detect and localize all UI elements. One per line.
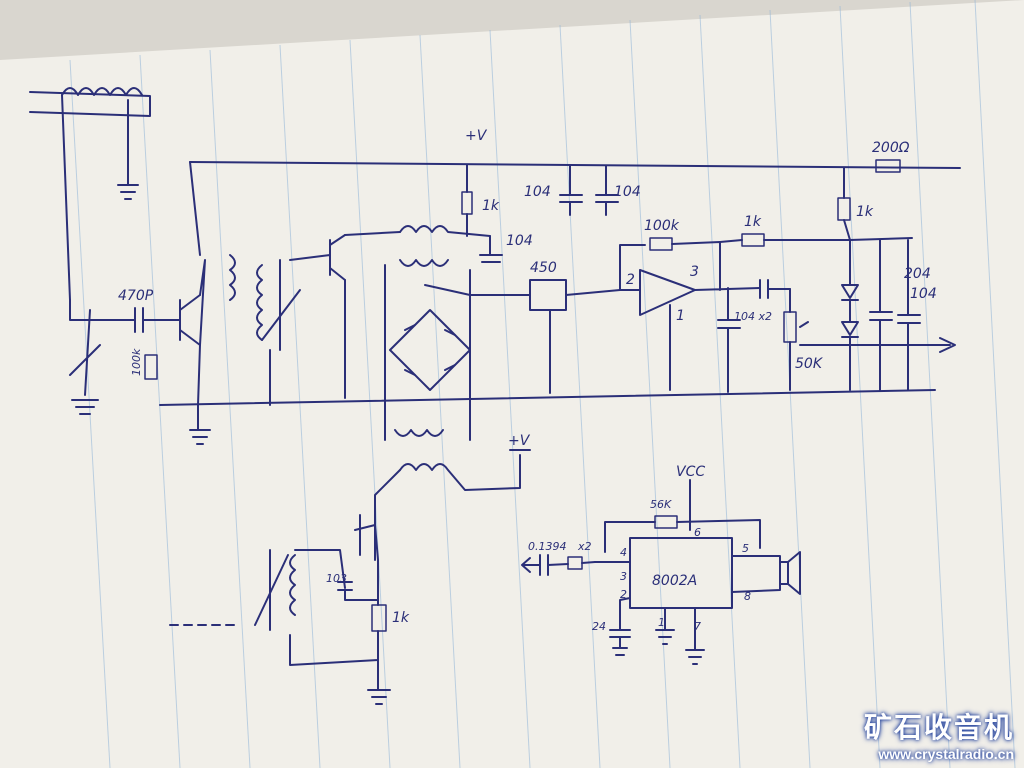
label-c-104-c: 104 [506, 233, 533, 249]
label-ic-pin2: 2 [620, 588, 627, 601]
site-watermark: 矿石收音机 www.crystalradio.cn [864, 706, 1014, 762]
rf-stage-1: 470P 100k [69, 161, 211, 445]
label-r-56k: 56K [650, 498, 672, 511]
label-c-104-d: 104 [910, 286, 937, 302]
label-c-input: 0.1394 [528, 540, 567, 553]
label-c-103: 103 [326, 572, 347, 585]
label-pot-50k: 50K [795, 356, 824, 372]
supply-rail-top [189, 161, 961, 169]
label-ic-pin1: 1 [658, 616, 665, 629]
label-c-104-b: 104 [614, 184, 641, 200]
ferrite-antenna [29, 87, 151, 301]
label-filter-450: 450 [530, 260, 557, 276]
label-c-ic: 24 [592, 620, 606, 633]
watermark-title: 矿石收音机 [863, 711, 1014, 744]
label-ic-pin8: 8 [744, 590, 751, 603]
right-supply: 200Ω 1k 204 104 [799, 140, 956, 391]
output-coupling: 104 x2 50K [717, 279, 824, 393]
label-vcc: VCC [676, 464, 705, 480]
ruled-lines [69, 0, 1016, 768]
speaker-icon [779, 551, 801, 595]
label-ic-pin7: 7 [694, 620, 701, 633]
label-c-470p: 470P [118, 288, 154, 304]
label-c-204: 204 [904, 266, 931, 282]
label-r-1k-osc: 1k [392, 610, 410, 626]
ground-rail [159, 389, 936, 406]
label-r-1k-c: 1k [744, 214, 762, 230]
label-ic-pin5: 5 [742, 542, 749, 555]
label-ic-8002a: 8002A [652, 573, 697, 589]
label-opamp-pin2: 2 [626, 272, 635, 288]
label-supply-top: +V [465, 128, 488, 144]
label-c-104x2: 104 x2 [734, 310, 772, 323]
if-transformer: 1k 104 [399, 164, 533, 267]
opamp-stage: 2 3 1 100k 1k [619, 214, 851, 391]
label-r-1k-a: 1k [482, 198, 500, 214]
tuned-transformer [229, 254, 301, 406]
label-r-200: 200Ω [872, 140, 910, 156]
label-r-1k-b: 1k [856, 204, 874, 220]
diode-bridge [384, 264, 531, 396]
label-ic-pin3: 3 [620, 570, 627, 583]
amplifier-8002a: VCC 56K 8002A 6 4 5 3 2 8 1 7 24 0.1394 … [521, 464, 801, 665]
label-supply-osc: +V [508, 433, 531, 449]
label-opamp-pin3: 3 [690, 264, 699, 280]
watermark-url: www.crystalradio.cn [878, 746, 1014, 762]
label-r-input: x2 [577, 540, 592, 553]
label-c-104-a: 104 [524, 184, 551, 200]
label-ic-pin6: 6 [694, 526, 701, 539]
label-r-100k-in: 100k [130, 348, 143, 376]
label-ic-pin4: 4 [620, 546, 627, 559]
rf-stage-2 [289, 231, 401, 399]
oscillator-stage: +V 1k 103 [169, 394, 531, 705]
label-r-100k-fb: 100k [644, 218, 680, 234]
filter-450: 450 [529, 260, 621, 394]
decoupling-caps: 104 104 [524, 165, 641, 216]
label-opamp-pin1: 1 [676, 308, 685, 324]
